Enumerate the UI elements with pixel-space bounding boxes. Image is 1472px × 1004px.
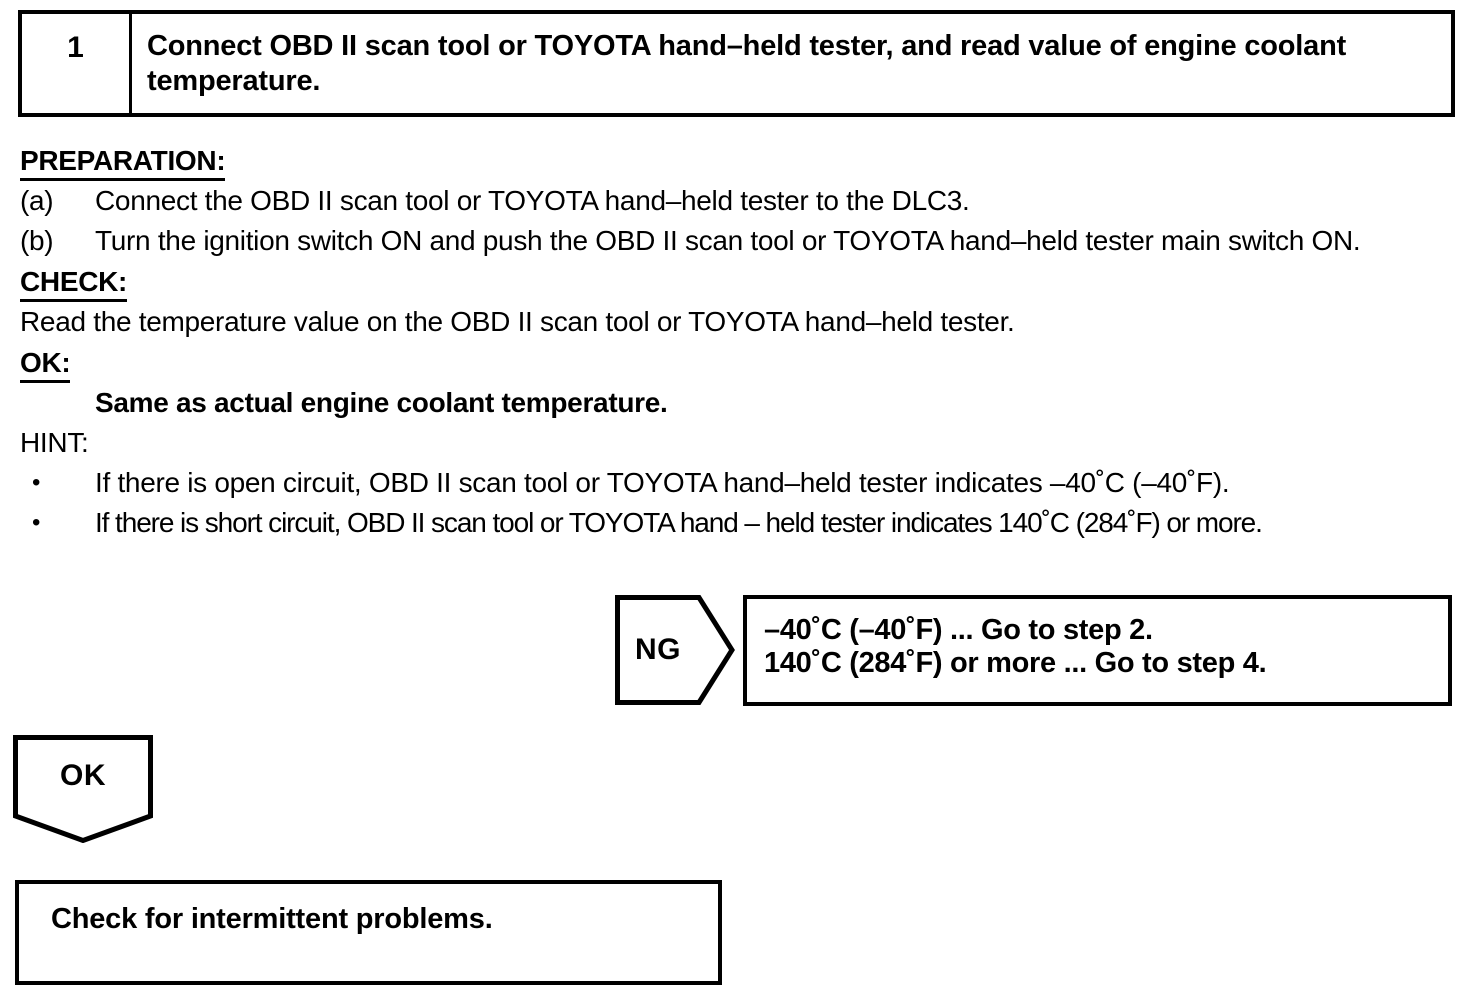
preparation-heading: PREPARATION: [20, 140, 1462, 181]
step-header: 1 Connect OBD II scan tool or TOYOTA han… [18, 10, 1455, 117]
bullet-icon: • [32, 509, 41, 536]
ok-pentagon-icon [13, 735, 153, 843]
hint-heading: HINT: [20, 427, 89, 458]
ok-label: OK [60, 759, 106, 792]
preparation-item-b: (b) Turn the ignition switch ON and push… [20, 221, 1462, 261]
procedure-body: PREPARATION: (a) Connect the OBD II scan… [20, 140, 1462, 543]
check-heading-text: CHECK: [20, 265, 127, 302]
ng-pentagon-icon [615, 595, 735, 705]
ng-result-box: –40˚C (–40˚F) ... Go to step 2. 140˚C (2… [743, 595, 1452, 706]
item-a-label: (a) [20, 185, 54, 216]
hint-bullet-1-text: If there is open circuit, OBD II scan to… [95, 467, 1230, 498]
bullet-icon: • [32, 469, 41, 496]
hint-bullet-2: • If there is short circuit, OBD II scan… [20, 503, 1462, 543]
step-number: 1 [22, 14, 132, 113]
ok-flow-tag: OK [13, 735, 153, 843]
ng-label: NG [635, 633, 681, 666]
ng-result-line-2: 140˚C (284˚F) or more ... Go to step 4. [764, 647, 1267, 679]
ok-text: Same as actual engine coolant temperatur… [95, 387, 668, 418]
item-b-text: Turn the ignition switch ON and push the… [95, 225, 1361, 256]
preparation-item-a: (a) Connect the OBD II scan tool or TOYO… [20, 181, 1462, 221]
step-title: Connect OBD II scan tool or TOYOTA hand–… [147, 30, 1347, 97]
ok-heading: OK: [20, 342, 1462, 383]
hint-bullet-1: • If there is open circuit, OBD II scan … [20, 463, 1462, 503]
ng-result-line-1: –40˚C (–40˚F) ... Go to step 2. [764, 614, 1153, 646]
ng-flow-tag: NG [615, 595, 735, 705]
check-text: Read the temperature value on the OBD II… [20, 306, 1015, 337]
ok-heading-text: OK: [20, 346, 71, 383]
check-heading: CHECK: [20, 261, 1462, 302]
item-b-label: (b) [20, 225, 54, 256]
ok-result-box: Check for intermittent problems. [15, 880, 722, 985]
hint-bullet-2-text: If there is short circuit, OBD II scan t… [95, 507, 1263, 538]
item-a-text: Connect the OBD II scan tool or TOYOTA h… [95, 185, 970, 216]
preparation-heading-text: PREPARATION: [20, 144, 226, 181]
